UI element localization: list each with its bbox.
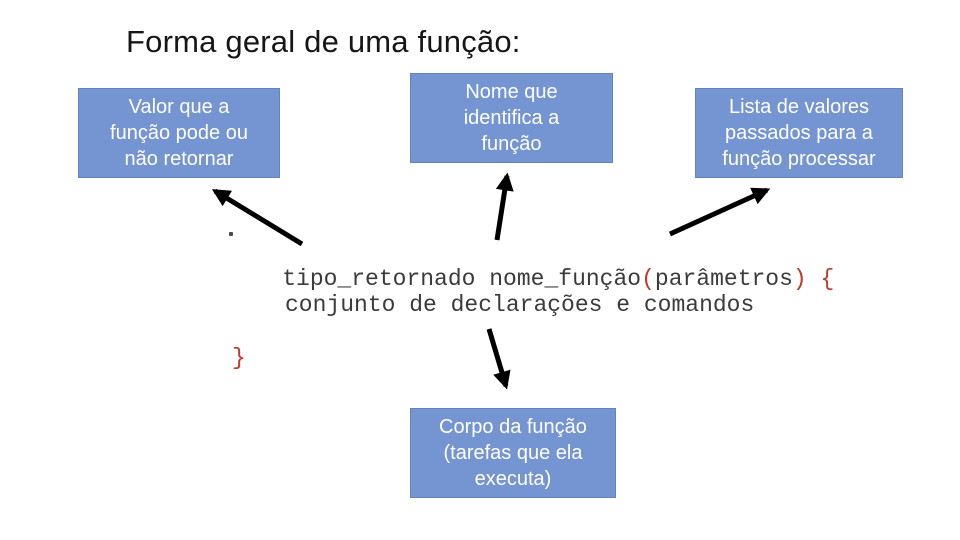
- code-open-paren: (: [641, 266, 655, 292]
- page-title: Forma geral de uma função:: [126, 24, 521, 59]
- callout-parameters: Lista de valores passados para a função …: [695, 88, 903, 178]
- code-signature-line: tipo_retornado nome_função(parâmetros) {: [227, 243, 834, 315]
- callout-function-body-label: Corpo da função (tarefas que ela executa…: [439, 416, 587, 490]
- callout-return-value: Valor que a função pode ou não retornar: [78, 88, 280, 178]
- callout-function-name-label: Nome que identifica a função: [463, 81, 560, 155]
- code-closing-brace: }: [232, 345, 246, 371]
- callout-parameters-label: Lista de valores passados para a função …: [722, 96, 876, 170]
- code-signature-text: tipo_retornado nome_função: [282, 266, 642, 292]
- code-close-paren-brace: ) {: [792, 266, 835, 292]
- callout-return-value-label: Valor que a função pode ou não retornar: [110, 96, 248, 170]
- arrow-to-return-value-box: [211, 188, 304, 247]
- stray-dot: [229, 232, 233, 236]
- callout-function-name: Nome que identifica a função: [410, 73, 613, 163]
- arrow-to-body-box: [486, 328, 511, 390]
- arrow-to-parameters-box: [668, 187, 771, 237]
- code-body-line: conjunto de declarações e comandos: [285, 292, 755, 318]
- callout-function-body: Corpo da função (tarefas que ela executa…: [410, 408, 616, 498]
- arrow-to-function-name-box: [494, 172, 514, 241]
- code-parameters-text: parâmetros: [654, 266, 793, 292]
